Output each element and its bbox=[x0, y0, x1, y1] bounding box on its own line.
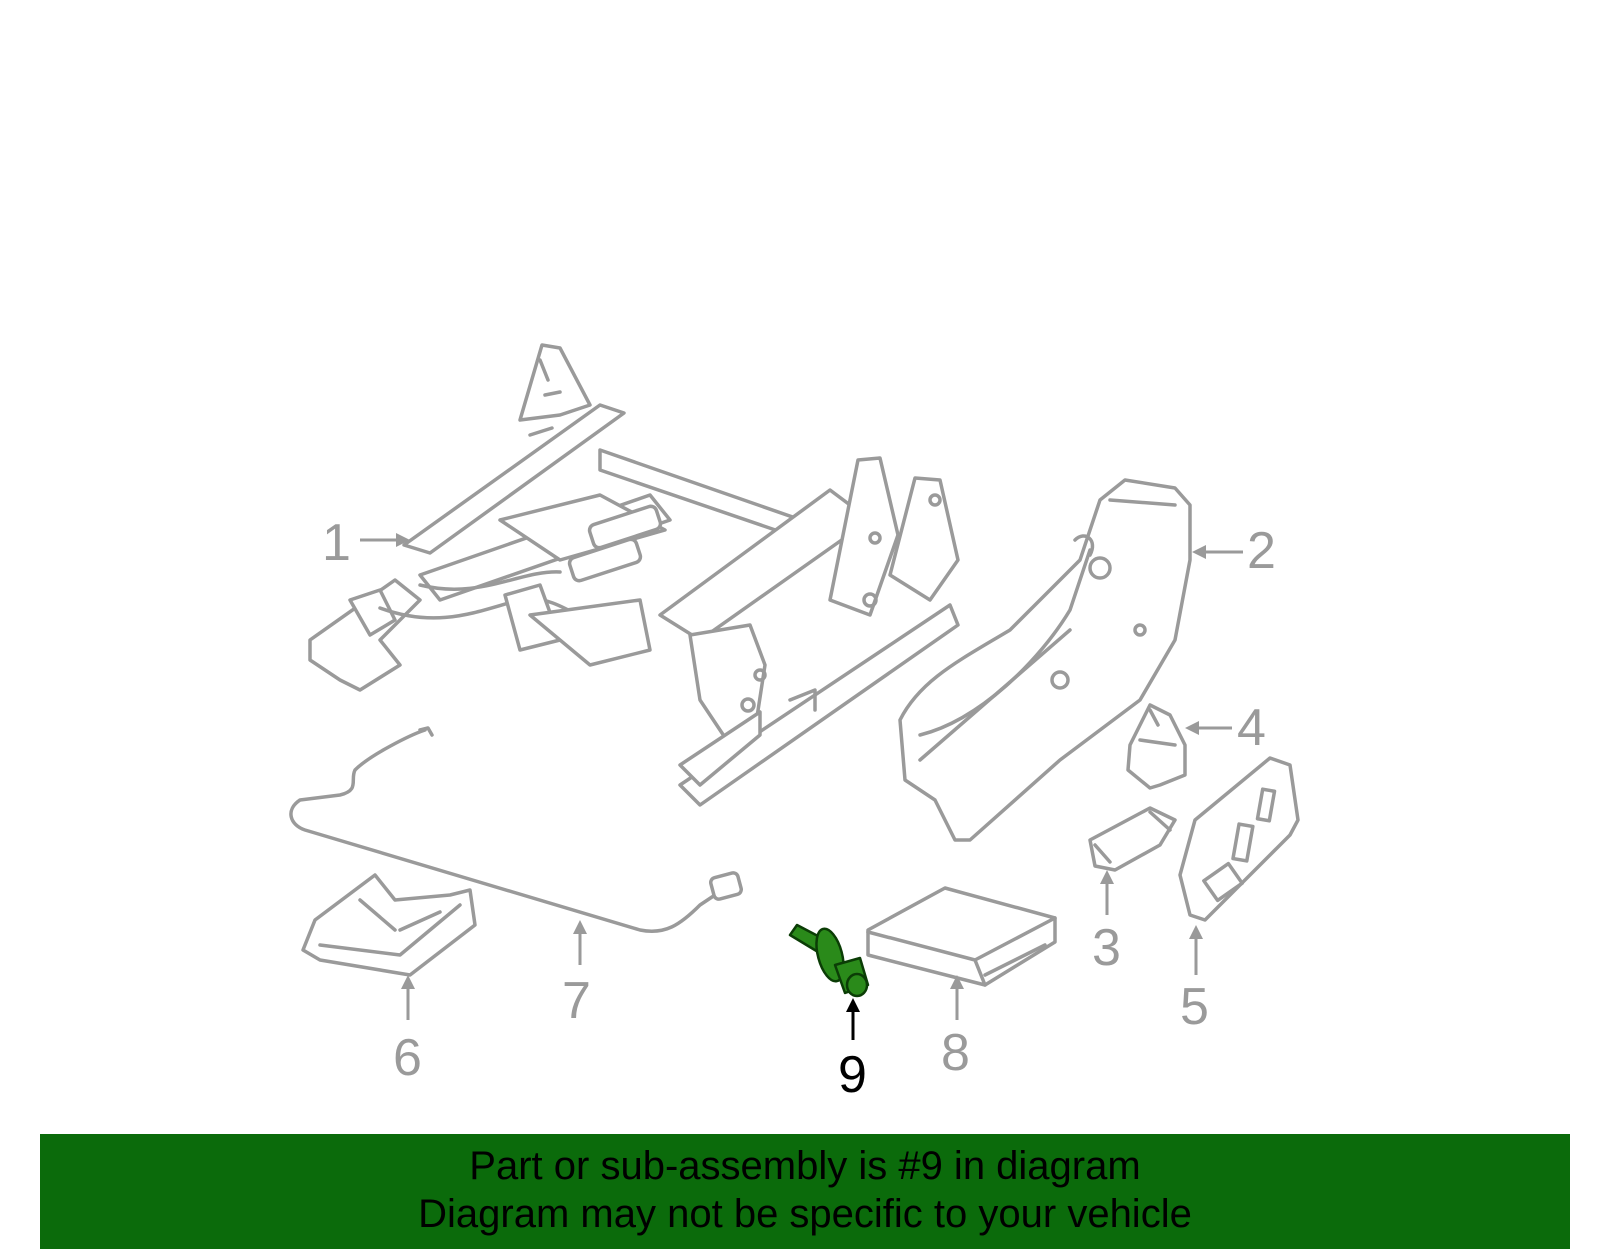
leader-7 bbox=[573, 920, 587, 965]
leader-2 bbox=[1192, 545, 1243, 559]
leader-3 bbox=[1100, 870, 1114, 915]
callout-9: 9 bbox=[838, 1046, 867, 1104]
part-6-cover bbox=[301, 873, 477, 977]
part-5-trim-bezel bbox=[1178, 756, 1300, 922]
leader-9 bbox=[846, 998, 860, 1040]
part-4-switch bbox=[1126, 703, 1187, 790]
leader-4 bbox=[1185, 721, 1232, 735]
callout-5: 5 bbox=[1180, 978, 1209, 1036]
leader-1 bbox=[360, 533, 410, 547]
part-1-seat-frame bbox=[308, 343, 960, 807]
callout-4: 4 bbox=[1237, 699, 1266, 757]
leader-6 bbox=[401, 975, 415, 1020]
callout-7: 7 bbox=[562, 972, 591, 1030]
leader-5 bbox=[1189, 925, 1203, 975]
leader-8 bbox=[950, 975, 964, 1020]
banner-line-1: Part or sub-assembly is #9 in diagram bbox=[469, 1144, 1141, 1188]
callout-1: 1 bbox=[322, 514, 351, 572]
part-9-clip-highlighted bbox=[788, 923, 870, 998]
callout-6: 6 bbox=[393, 1029, 422, 1087]
info-banner: Part or sub-assembly is #9 in diagram Di… bbox=[40, 1134, 1570, 1249]
callout-3: 3 bbox=[1092, 919, 1121, 977]
callout-2: 2 bbox=[1247, 522, 1276, 580]
callout-8: 8 bbox=[941, 1024, 970, 1082]
part-3-switch-knob bbox=[1088, 806, 1177, 872]
part-2-side-shield bbox=[898, 478, 1192, 842]
part-7-cable bbox=[289, 726, 743, 933]
banner-line-2: Diagram may not be specific to your vehi… bbox=[418, 1192, 1192, 1236]
part-8-module bbox=[866, 886, 1057, 987]
